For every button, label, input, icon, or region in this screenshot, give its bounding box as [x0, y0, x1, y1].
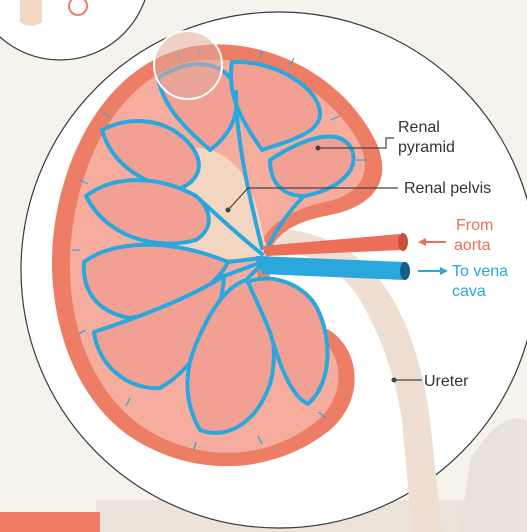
to-vena-cava-line2: cava — [452, 283, 486, 300]
ureter-label: Ureter — [424, 373, 469, 390]
magnifier-lens-icon — [154, 31, 222, 99]
from-aorta-line2: aorta — [454, 237, 491, 254]
from-aorta-line1: From — [456, 217, 493, 234]
to-vena-cava-line1: To vena — [452, 263, 508, 280]
renal-pelvis-label: Renal pelvis — [404, 180, 491, 197]
renal-pyramid-label-line2: pyramid — [398, 139, 455, 156]
corner-figure-fragment — [0, 0, 150, 60]
renal-pyramid-label-line1: Renal — [398, 119, 440, 136]
